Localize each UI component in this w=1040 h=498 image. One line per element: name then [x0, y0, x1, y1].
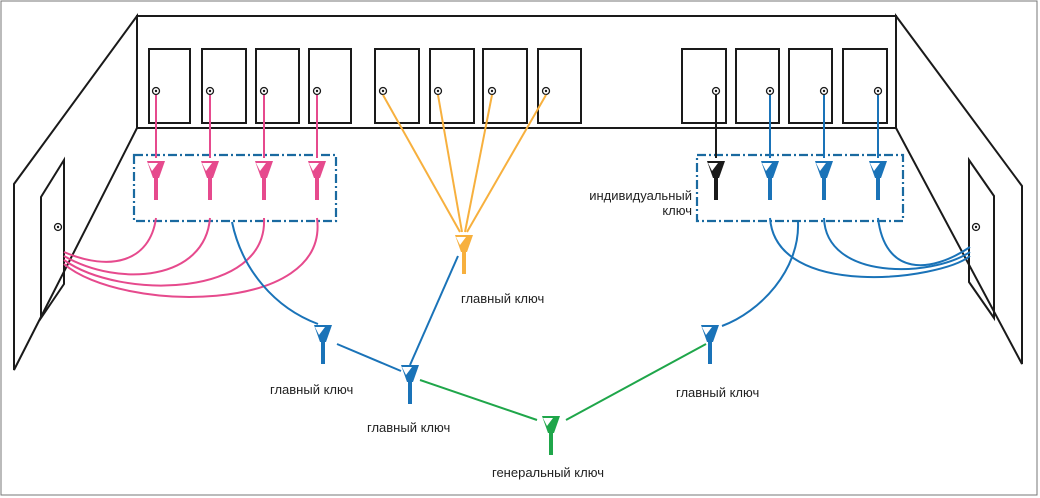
individual-key-label-line2: ключ — [662, 203, 692, 218]
door — [374, 48, 420, 124]
door — [482, 48, 528, 124]
lock-icons — [53, 86, 981, 232]
door — [681, 48, 727, 124]
key-group-frames — [132, 153, 905, 223]
door — [735, 48, 780, 124]
door — [148, 48, 191, 124]
black-individual-key — [707, 161, 725, 200]
right-wall — [895, 12, 1023, 365]
left-wall — [13, 12, 138, 371]
back-wall-doors — [148, 48, 888, 124]
green-key-connections — [419, 343, 707, 421]
individual-key-label-line1: индивидуальный — [589, 188, 692, 203]
orange-key-connections — [382, 94, 547, 233]
side-doors — [40, 156, 995, 322]
blue-key-group-frame — [695, 153, 905, 223]
door — [201, 48, 247, 124]
pink-key-connections — [63, 95, 319, 298]
blue-key-connections — [231, 95, 971, 372]
blue-master-key-center-label: главный ключ — [367, 420, 451, 435]
orange-master-key-label: главный ключ — [461, 291, 545, 306]
blue-master-key-left-label: главный ключ — [270, 382, 354, 397]
orange-master-key — [455, 235, 473, 274]
blue-master-keys — [314, 325, 719, 404]
door — [255, 48, 300, 124]
pink-key-group-frame — [132, 153, 338, 223]
door — [842, 48, 888, 124]
room-walls — [13, 12, 1023, 371]
door — [429, 48, 475, 124]
blue-group-keys — [761, 161, 887, 200]
door — [788, 48, 833, 124]
grand-master-key-label: генеральный ключ — [492, 465, 604, 480]
door — [537, 48, 582, 124]
green-grand-master-key — [542, 416, 560, 455]
right-side-door — [968, 156, 995, 322]
blue-master-key-right-label: главный ключ — [676, 385, 760, 400]
individual-key-label: индивидуальный ключ — [574, 188, 692, 218]
pink-keys — [147, 161, 326, 200]
back-wall — [136, 15, 897, 129]
left-side-door — [40, 156, 65, 322]
door — [308, 48, 352, 124]
